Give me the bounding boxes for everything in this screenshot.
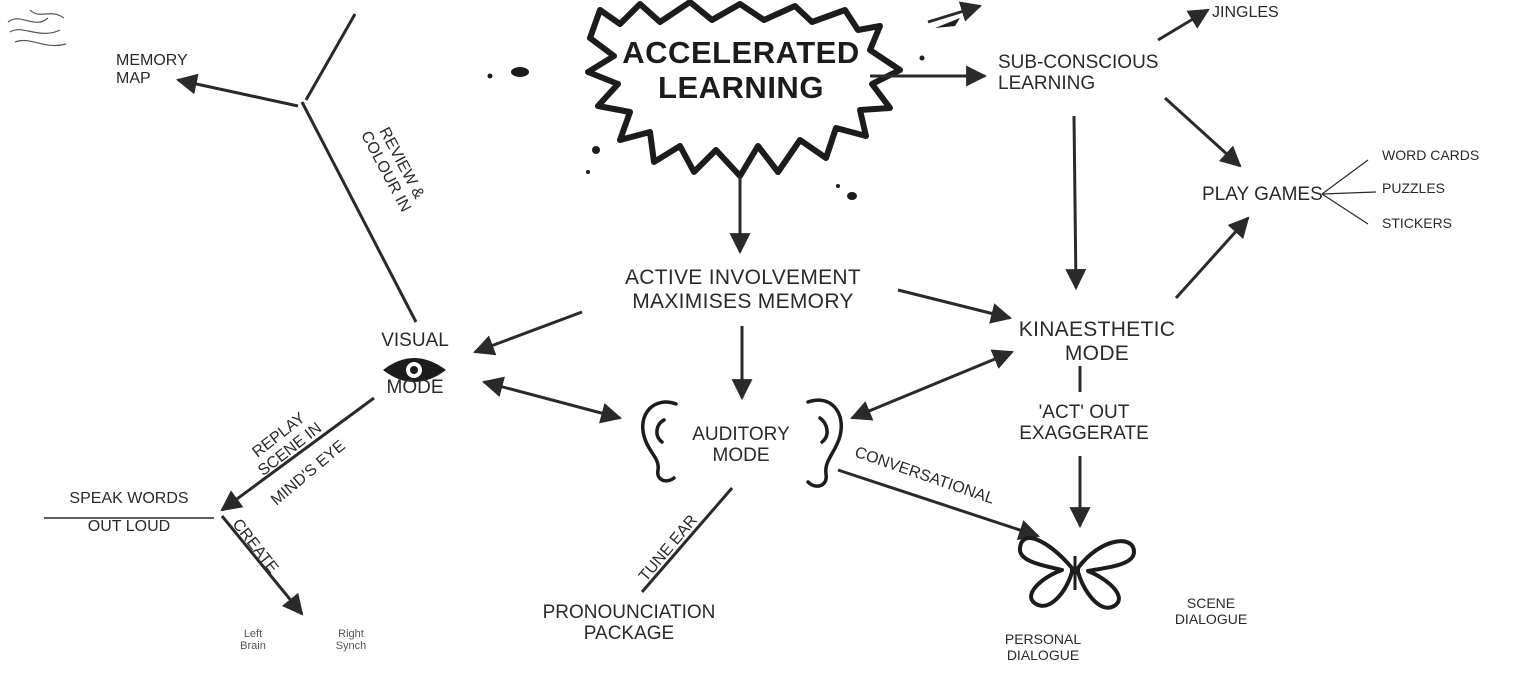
node-word-cards: WORD CARDS [1382,147,1480,163]
line-review-up [304,13,357,101]
node-pronounciation-package: PRONOUNCIATION PACKAGE [542,602,716,645]
node-left-brain: Left Brain [240,628,266,653]
arrow-kinaesthetic-to-play-games [1174,216,1250,300]
arrow-active-to-visual [473,310,583,356]
node-memory-map: MEMORY MAP [116,52,188,87]
node-right-synch: Right Synch [335,628,367,653]
node-personal-dialogue: PERSONAL DIALOGUE [1004,631,1082,663]
line-tune-ear [640,487,734,593]
arrow-burst-to-top-right [927,1,983,24]
butterfly-icon [1018,536,1136,610]
bracket-play-games-stickers [1321,193,1369,225]
node-scene-dialogue: SCENE DIALOGUE [1174,595,1248,627]
bracket-play-games-puzzles [1321,191,1377,195]
sketch-scribble-icon [7,9,67,46]
arrow-auditory-to-butterfly [837,468,1040,541]
node-puzzles: PUZZLES [1382,180,1446,196]
arrow-kinaesthetic-auditory [850,349,1014,421]
node-jingles: JINGLES [1212,4,1279,21]
central-title-line-2: LEARNING [658,69,824,105]
node-subconscious-learning: SUB-CONSCIOUS LEARNING [998,52,1159,95]
arrow-to-memory-map [175,73,299,108]
node-play-games: PLAY GAMES [1202,184,1323,205]
starburst-shape [585,0,903,179]
node-act-out-exaggerate: 'ACT' OUT EXAGGERATE [1019,402,1149,445]
node-speak-words: SPEAK WORDS OUT LOUD [69,490,189,535]
central-title: ACCELERATED LEARNING [616,35,866,105]
arrow-subconscious-to-kinaesthetic [1065,115,1087,291]
eye-icon [383,358,446,382]
node-active-involvement: ACTIVE INVOLVEMENT MAXIMISES MEMORY [624,266,862,313]
line-visual-up [300,101,418,323]
left-ear-icon [641,400,678,483]
node-auditory-mode: AUDITORY MODE [692,424,790,467]
arrow-visual-to-speak [220,396,375,512]
arrow-visual-auditory [481,376,623,424]
node-stickers: STICKERS [1382,215,1453,231]
arrow-active-to-kinaesthetic [897,288,1013,324]
arrow-to-jingles [1157,8,1210,42]
ink-splatters [487,18,960,200]
arrow-subconscious-to-play-games [1163,96,1242,168]
arrow-speak-to-create [220,515,304,616]
node-kinaesthetic-mode: KINAESTHETIC MODE [1018,318,1176,365]
bracket-play-games-word-cards [1321,159,1369,195]
right-ear-icon [806,398,843,488]
node-visual-mode: VISUAL MODE [381,330,449,399]
central-title-line-1: ACCELERATED [622,35,860,70]
